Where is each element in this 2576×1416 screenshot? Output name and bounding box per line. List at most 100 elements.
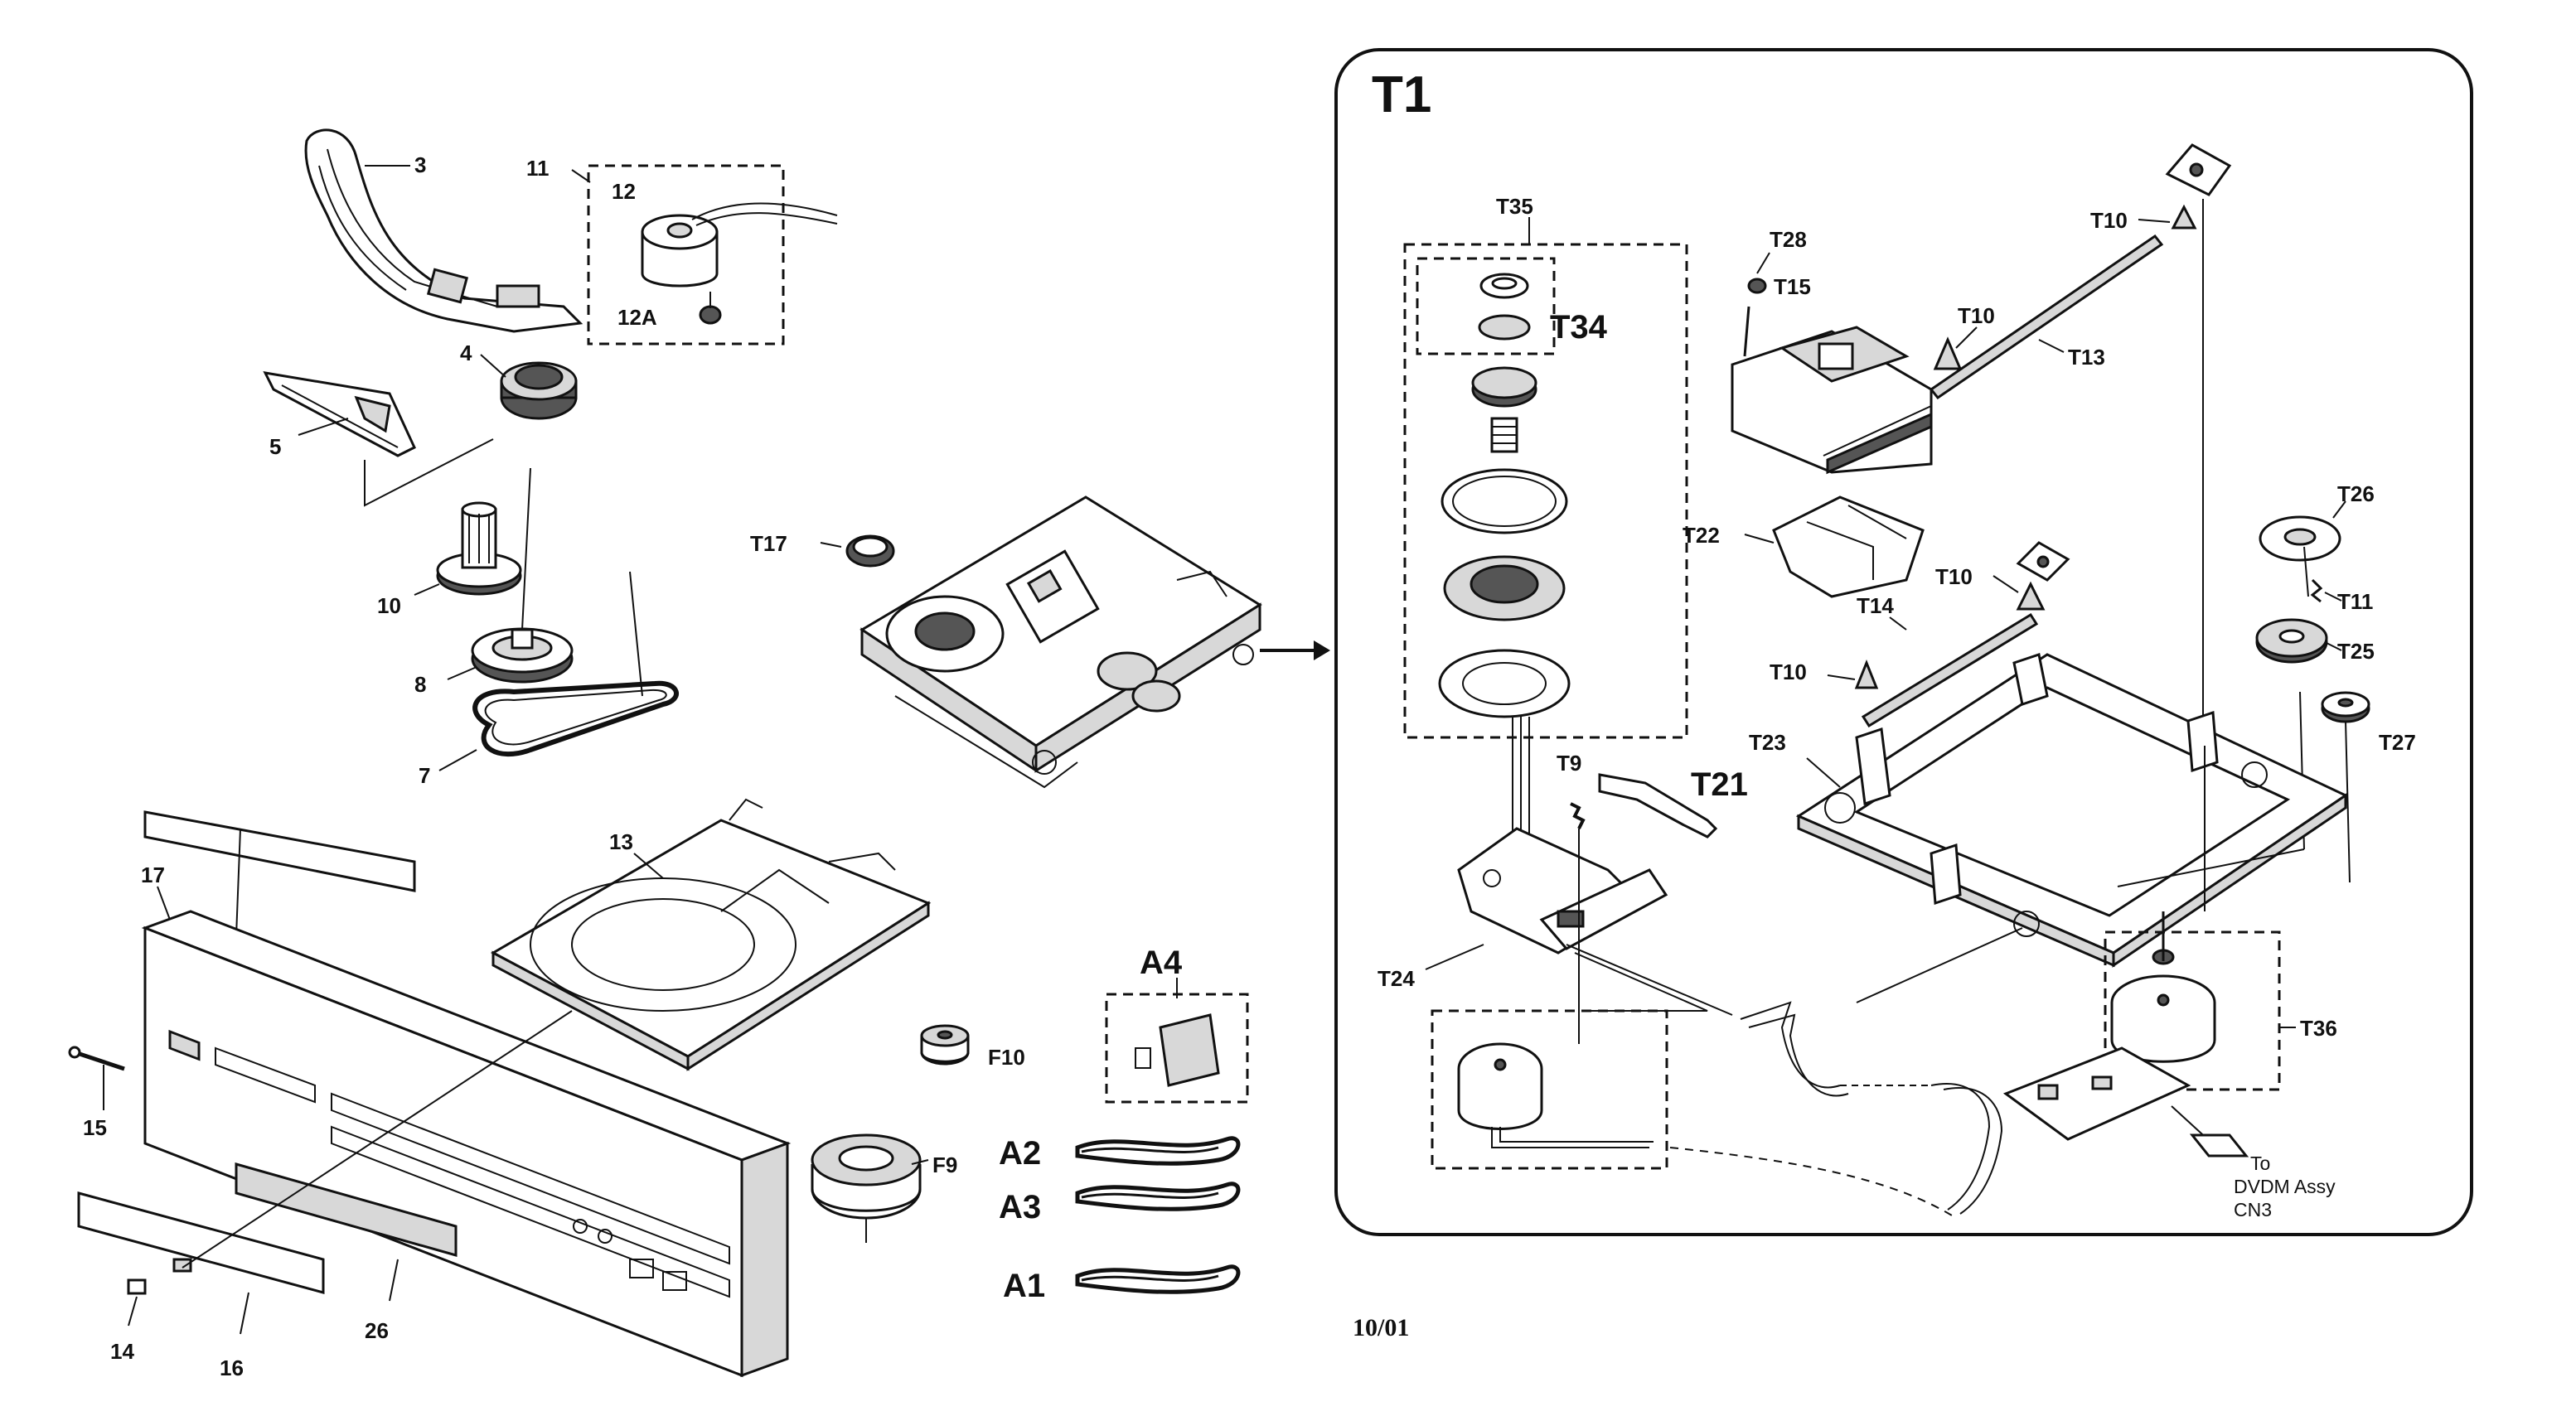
label-15: 15	[83, 1115, 107, 1140]
guide-line-frame-t25	[2117, 848, 2305, 887]
part-a4-card	[1135, 1013, 1220, 1087]
guide-line-frame-pcb	[1856, 927, 2023, 1003]
label-10: 10	[377, 593, 401, 618]
leader-t26	[2332, 500, 2346, 519]
label-a1: A1	[1003, 1268, 1045, 1304]
label-11: 11	[526, 156, 550, 181]
mechanism-chassis	[859, 495, 1262, 789]
part-3-curved-lever	[304, 128, 583, 333]
leader-26	[389, 1259, 399, 1302]
part-14-clip	[127, 1278, 147, 1295]
t35-group-box	[1403, 243, 1688, 739]
part-t10-cone-2	[1933, 336, 1963, 370]
assembly-line-4	[521, 467, 531, 631]
label-t9: T9	[1557, 751, 1581, 776]
label-13: 13	[609, 829, 633, 854]
label-4: 4	[460, 341, 472, 365]
part-t27-pulley	[2321, 691, 2370, 723]
t1-pcb-board	[2002, 1046, 2191, 1141]
leader-t10-4	[1827, 674, 1856, 680]
label-t21: T21	[1691, 766, 1748, 803]
assembly-line-5	[364, 438, 494, 507]
part-16-button-strip	[77, 1191, 325, 1294]
part-t9-spring	[1570, 802, 1586, 829]
part-t15-screw	[1743, 278, 1767, 357]
label-5: 5	[269, 434, 281, 459]
part-14-slot	[172, 1258, 192, 1273]
leader-t13	[2038, 339, 2065, 353]
label-t26: T26	[2337, 481, 2375, 506]
leader-t24	[1425, 944, 1484, 970]
leader-f9	[911, 1159, 929, 1165]
label-t35: T35	[1496, 194, 1533, 219]
part-t24-sled	[1457, 827, 1668, 954]
assembly-line-7	[629, 571, 643, 697]
leader-t10-1	[2138, 219, 2171, 223]
part-t10-cone-1	[2171, 204, 2197, 230]
label-t10-2: T10	[1958, 303, 1995, 328]
label-t25: T25	[2337, 639, 2375, 664]
leader-t22	[1744, 534, 1775, 544]
guide-line-t26	[2303, 546, 2309, 597]
label-t28: T28	[1770, 227, 1807, 252]
leader-t23	[1806, 757, 1841, 788]
label-3: 3	[414, 152, 426, 177]
t1-left-motor	[1457, 1042, 1654, 1148]
part-t10-cone-4	[1854, 659, 1879, 689]
t1-wire-harness	[1566, 944, 2222, 1219]
leader-11	[571, 169, 591, 183]
part-17-front-panel	[141, 910, 792, 1378]
leader-7	[438, 749, 477, 771]
label-t11: T11	[2337, 589, 2373, 614]
t1-panel-title: T1	[1372, 66, 1431, 123]
date-stamp: 10/01	[1353, 1314, 1409, 1341]
part-t13-rod	[1929, 234, 2164, 400]
leader-t25	[2324, 641, 2342, 651]
part-26-button-strip	[235, 1162, 458, 1257]
label-f10: F10	[988, 1045, 1025, 1070]
leader-13	[633, 853, 664, 879]
label-t22: T22	[1683, 523, 1720, 548]
label-a4: A4	[1140, 945, 1183, 981]
t34-group-box	[1416, 257, 1556, 355]
guide-line-t27	[2345, 720, 2351, 883]
leader-4	[480, 354, 506, 378]
part-15-pin	[68, 1046, 125, 1071]
part-f10-cap	[920, 1024, 970, 1066]
leader-t10-3	[1993, 575, 2019, 593]
part-f9-reel	[811, 1133, 922, 1243]
part-t17-ring	[845, 534, 895, 568]
label-17: 17	[141, 863, 165, 887]
label-f9: F9	[932, 1153, 957, 1177]
label-t23: T23	[1749, 730, 1786, 755]
part-12a-pulley	[699, 292, 722, 325]
t1-left-motor-box	[1431, 1009, 1668, 1170]
label-12a: 12A	[617, 305, 657, 330]
t1-panel-border	[1334, 48, 2473, 1236]
leader-t14	[1889, 616, 1907, 631]
part-7-belt	[472, 680, 679, 757]
label-a2: A2	[999, 1135, 1041, 1172]
label-t27: T27	[2379, 730, 2416, 755]
part-4-gear	[500, 361, 578, 420]
label-t10-4: T10	[1770, 660, 1807, 684]
label-t15: T15	[1774, 274, 1811, 299]
part-t11-spring	[2310, 578, 2323, 603]
leader-8	[447, 666, 477, 680]
part-5-slider	[263, 371, 416, 457]
label-t17: T17	[750, 531, 787, 556]
label-t10-3: T10	[1935, 564, 1973, 589]
part-t21-lever	[1598, 773, 1718, 838]
note-line-1: To	[2250, 1153, 2270, 1174]
label-8: 8	[414, 672, 426, 697]
label-t24: T24	[1378, 966, 1415, 991]
label-14: 14	[110, 1339, 134, 1364]
note-line-3: CN3	[2234, 1199, 2272, 1220]
leader-t17	[820, 542, 842, 548]
leader-t28	[1756, 252, 1770, 274]
part-t14-rod	[1861, 612, 2039, 728]
part-11-group-box	[587, 164, 785, 346]
label-7: 7	[419, 763, 430, 788]
leader-16	[240, 1292, 249, 1335]
